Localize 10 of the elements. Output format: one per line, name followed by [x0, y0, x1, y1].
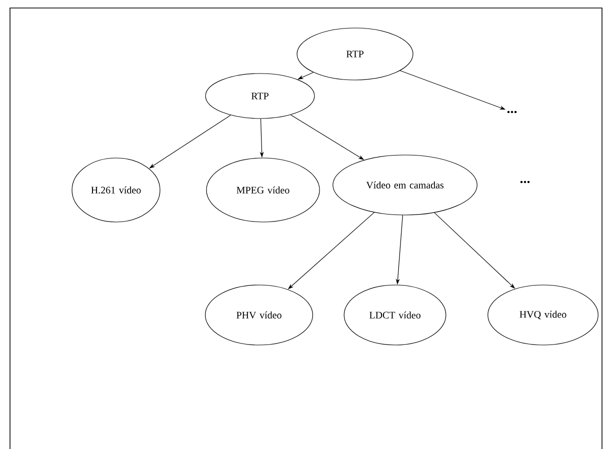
ellipse-node: MPEG vídeo [206, 158, 320, 222]
ellipse-node: RTP [296, 28, 414, 80]
ellipse-node: HVQ vídeo [488, 284, 598, 346]
ellipsis-text: ... [520, 180, 530, 184]
ellipse-node: H.261 vídeo [72, 158, 160, 222]
ellipse-node: Vídeo em camadas [332, 154, 478, 216]
ellipsis-text: ... [507, 110, 517, 114]
ellipse-node: RTP [205, 73, 315, 119]
ellipse-node: LDCT vídeo [344, 284, 446, 346]
ellipse-node: PHV vídeo [204, 284, 314, 346]
